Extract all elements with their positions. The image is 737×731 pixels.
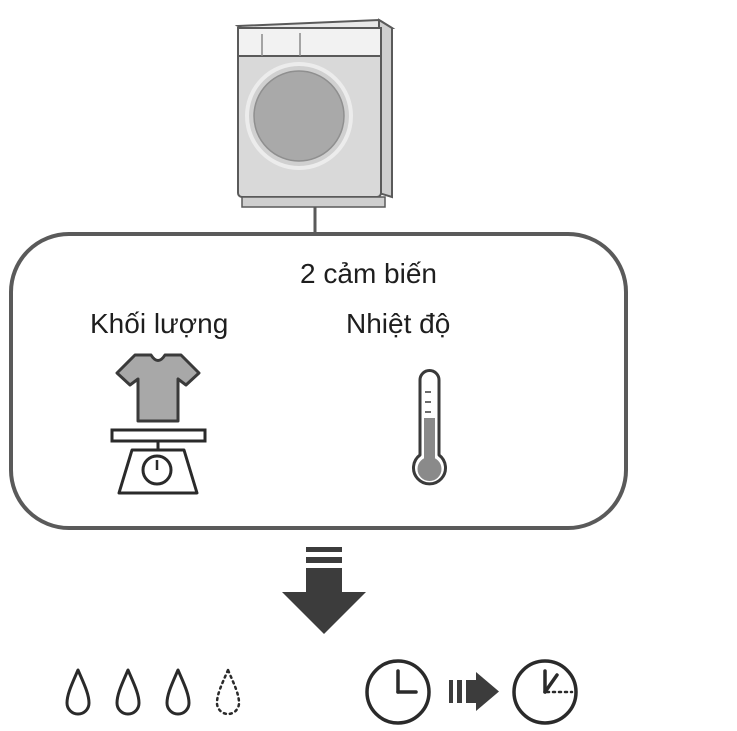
- thermometer-icon: [412, 369, 447, 486]
- washing-machine-icon: [234, 18, 396, 208]
- right-arrow-icon: [449, 672, 499, 711]
- weight-label: Khối lượng: [90, 308, 229, 339]
- water-drop-dotted-icon: [215, 666, 241, 716]
- down-arrow-icon: [282, 547, 366, 634]
- clock-reduced-icon: [512, 659, 578, 725]
- clothes-scale-icon: [110, 353, 207, 495]
- water-drop-icon: [65, 668, 91, 716]
- water-drop-icon: [165, 668, 191, 716]
- temperature-label: Nhiệt độ: [346, 308, 451, 339]
- clock-icon: [365, 659, 431, 725]
- water-drops: [65, 666, 241, 716]
- sensor-box-title: 2 cảm biến: [300, 258, 437, 289]
- water-drop-icon: [115, 668, 141, 716]
